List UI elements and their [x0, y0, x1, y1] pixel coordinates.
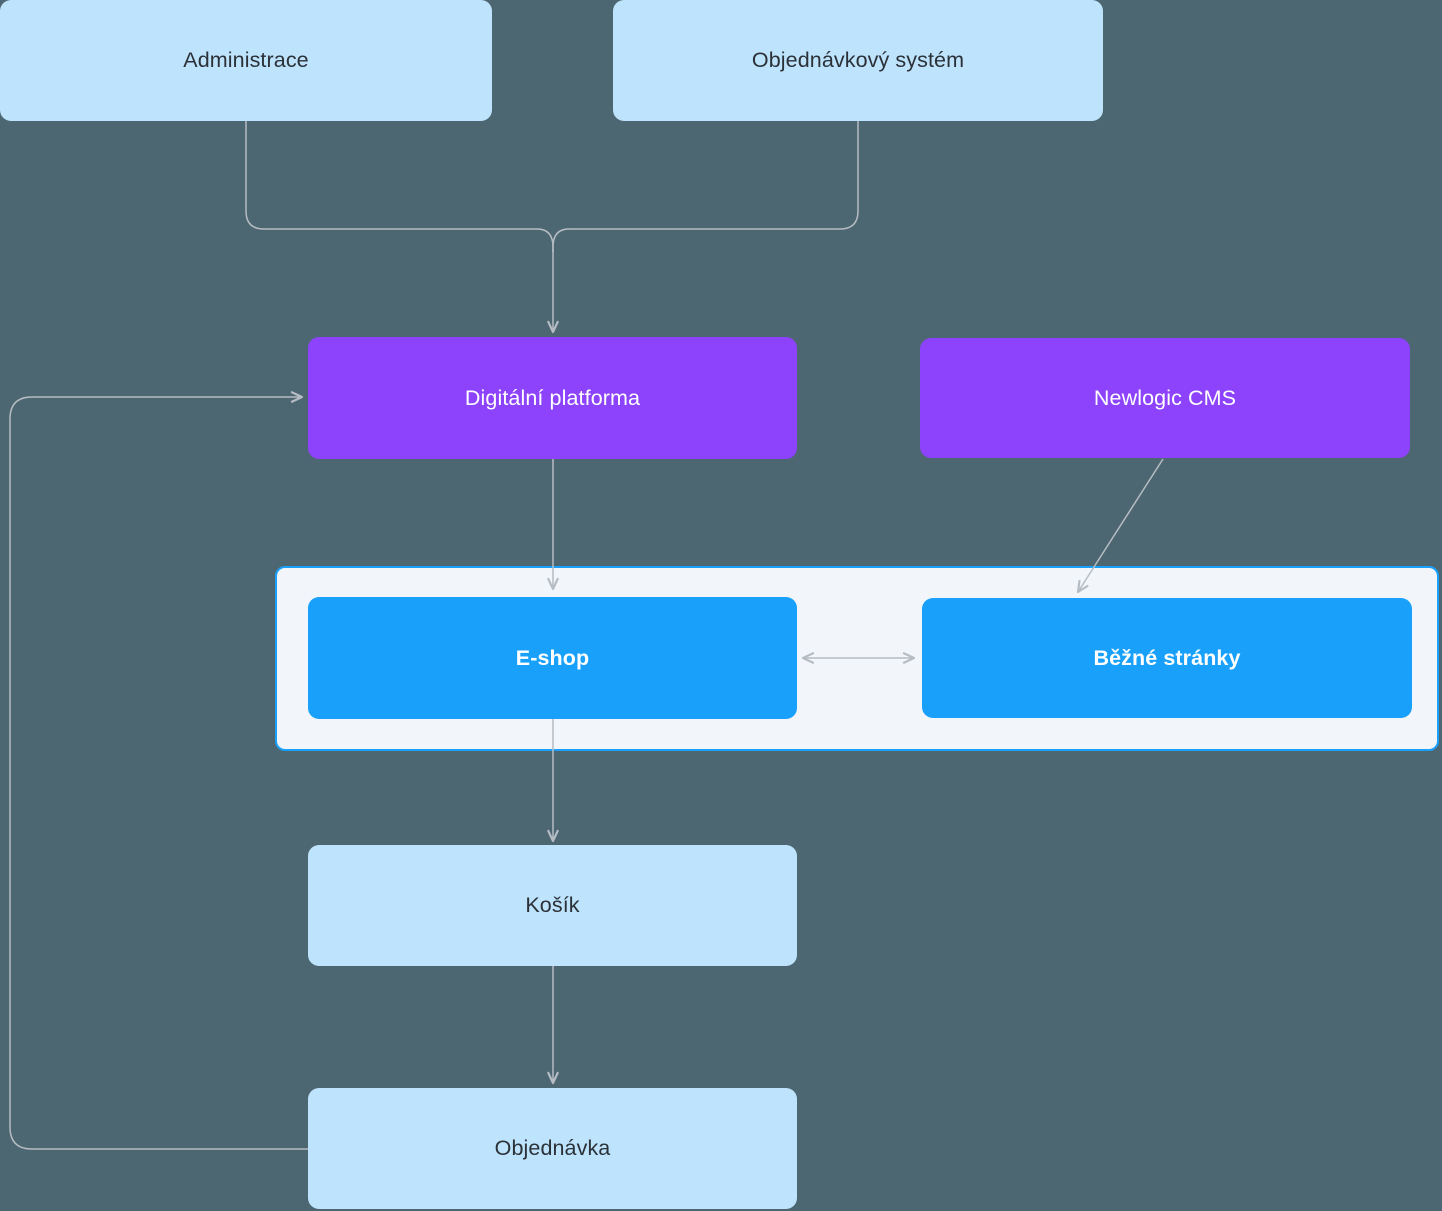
node-objednavkovy-system-label: Objednávkový systém [751, 48, 965, 72]
node-newlogic-cms-label: Newlogic CMS [1093, 385, 1237, 410]
node-objednavka-label: Objednávka [494, 1136, 611, 1160]
edge-objednavka-loop-to-platforma [9, 391, 308, 1150]
edge-administrace-to-platforma [245, 121, 554, 252]
node-objednavka[interactable]: Objednávka [308, 1088, 797, 1209]
node-administrace[interactable]: Administrace [0, 0, 492, 121]
node-objednavkovy-system[interactable]: Objednávkový systém [613, 0, 1103, 121]
node-digitalni-platforma[interactable]: Digitální platforma [308, 337, 797, 459]
edge-objednavkovy-to-platforma [552, 121, 859, 252]
node-administrace-label: Administrace [183, 48, 309, 72]
node-newlogic-cms[interactable]: Newlogic CMS [920, 338, 1410, 458]
node-digitalni-platforma-label: Digitální platforma [464, 385, 641, 410]
node-bezne-stranky[interactable]: Běžné stránky [922, 598, 1412, 718]
node-bezne-stranky-label: Běžné stránky [1093, 645, 1241, 670]
node-kosik[interactable]: Košík [308, 845, 797, 966]
node-kosik-label: Košík [525, 893, 580, 917]
node-eshop-label: E-shop [515, 645, 590, 670]
node-eshop[interactable]: E-shop [308, 597, 797, 719]
